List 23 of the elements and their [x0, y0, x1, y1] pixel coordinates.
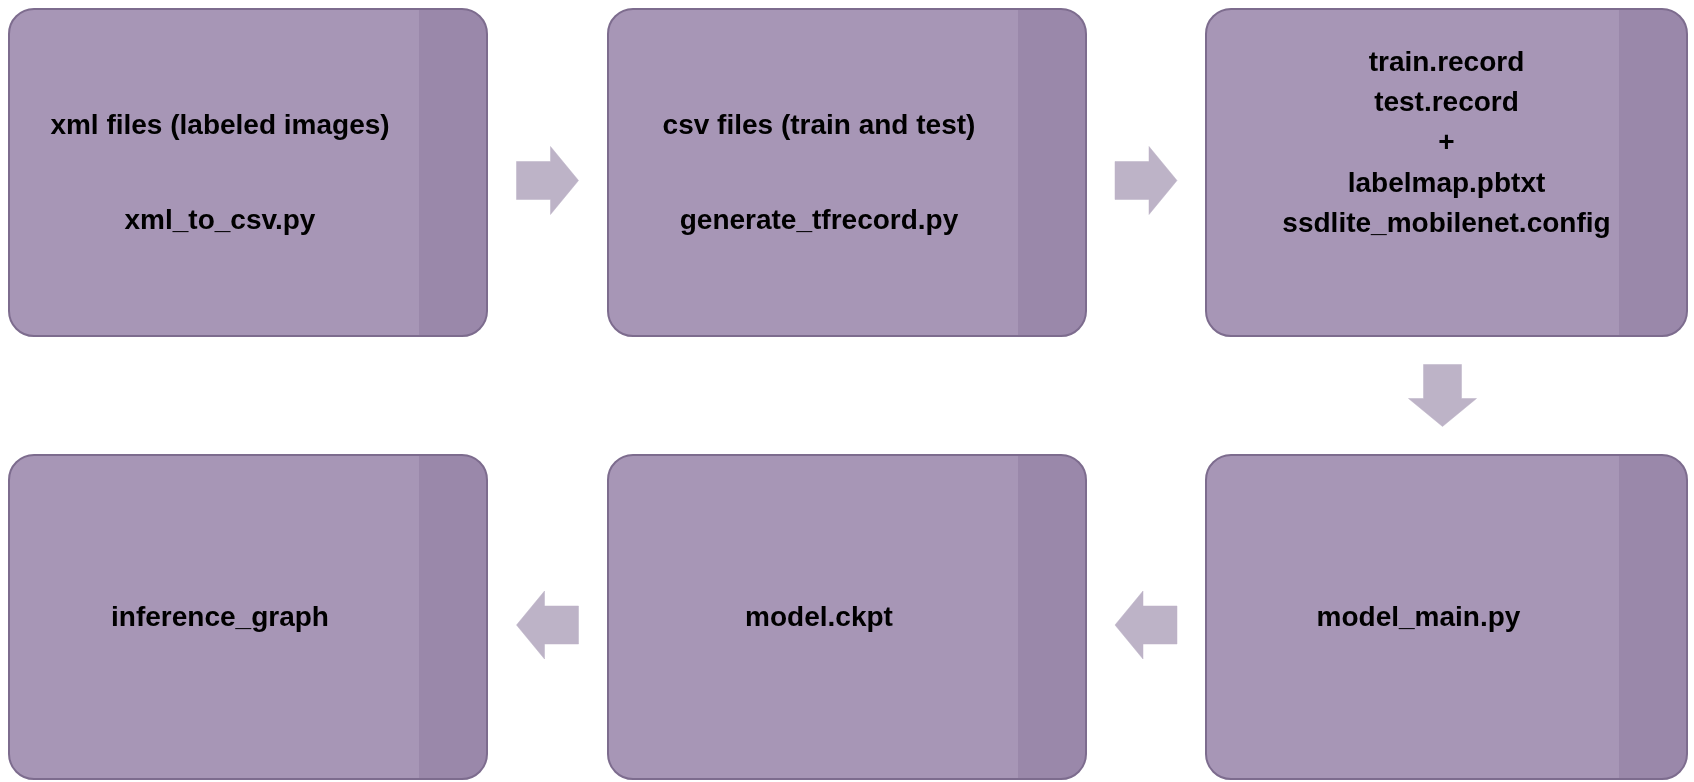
box-text: ssdlite_mobilenet.config [1282, 206, 1611, 239]
block-arrow [1114, 590, 1178, 660]
process-box [8, 454, 488, 780]
block-arrow [516, 590, 579, 660]
box-text: labelmap.pbtxt [1347, 166, 1546, 199]
process-box [1205, 454, 1688, 780]
box-text: xml_to_csv.py [124, 203, 316, 236]
box-text: generate_tfrecord.py [679, 203, 959, 236]
block-arrow [1114, 146, 1178, 215]
box-text: + [1438, 126, 1455, 159]
process-box [607, 454, 1087, 780]
box-text: test.record [1374, 86, 1519, 119]
block-arrow [1408, 364, 1477, 427]
box-text: inference_graph [111, 600, 329, 634]
box-text: xml files (labeled images) [50, 109, 390, 142]
box-text: model.ckpt [745, 600, 893, 634]
process-box [1205, 8, 1688, 337]
block-arrow [516, 146, 579, 215]
box-text: csv files (train and test) [662, 109, 976, 142]
process-box [8, 8, 488, 337]
box-text: model_main.py [1316, 600, 1521, 634]
process-box [607, 8, 1087, 337]
box-text: train.record [1368, 46, 1525, 79]
